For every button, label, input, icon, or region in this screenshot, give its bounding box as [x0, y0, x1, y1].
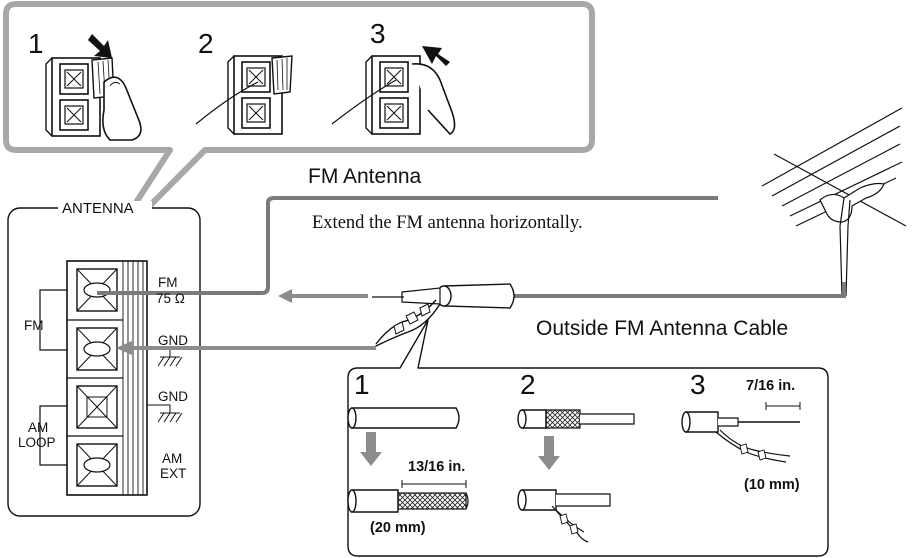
top-step3-arrow: [422, 46, 450, 66]
measure-1-mm: (20 mm): [370, 520, 426, 536]
top-step3-terminal: [331, 55, 456, 135]
top-step-3-number: 3: [370, 18, 386, 49]
top-step-2-number: 2: [198, 28, 214, 59]
terminal-gnd-fm-label: GND: [158, 333, 188, 348]
measure-1-inches: 13/16 in.: [408, 459, 466, 475]
strip-step2-before: [517, 409, 635, 429]
outdoor-aerial: [761, 107, 907, 297]
terminal-gnd-am: [76, 385, 118, 429]
strip-step3: [681, 402, 801, 463]
terminal-gnd-am-label: GND: [158, 389, 188, 404]
strip-step1-before: [347, 407, 460, 429]
fm-antenna-instruction: Extend the FM antenna horizontally.: [312, 213, 583, 233]
top-step1-terminal: [45, 57, 115, 137]
terminal-am-ext-label-line1: AM: [162, 451, 183, 466]
arrow-to-gnd-terminal: [116, 341, 376, 355]
measure-3-inches: 7/16 in.: [746, 378, 796, 394]
top-step1-finger: [102, 76, 142, 141]
top-step2-terminal: [195, 55, 293, 135]
terminal-am-ext: [76, 443, 118, 487]
top-step1-arrow: [88, 34, 112, 58]
strip-step1-down-arrow: [360, 432, 382, 466]
fm-antenna-label: FM Antenna: [308, 165, 422, 188]
am-group-label-line2: LOOP: [18, 435, 56, 450]
terminal-gnd-fm: [76, 327, 118, 371]
bottom-step-3-number: 3: [690, 369, 706, 400]
bottom-step-1-number: 1: [354, 369, 370, 400]
top-step-1-number: 1: [28, 28, 44, 59]
am-group-label-line1: AM: [28, 420, 49, 435]
arrow-to-fm-terminal: [278, 289, 368, 303]
outside-fm-cable: [371, 282, 846, 349]
terminal-fm-75: [76, 268, 118, 312]
fm-antenna-wire: [97, 196, 718, 295]
terminal-fm-label: FM: [158, 275, 178, 290]
strip-step2-down-arrow: [538, 436, 560, 470]
terminal-block: [66, 260, 148, 496]
terminal-am-ext-label-line2: EXT: [160, 466, 187, 481]
strip-step1-after: [347, 480, 469, 513]
measure-3-mm: (10 mm): [744, 477, 800, 493]
terminal-fm-impedance: 75 Ω: [156, 291, 185, 306]
outside-fm-cable-label: Outside FM Antenna Cable: [536, 317, 789, 340]
top-callout-panel: [3, 1, 595, 255]
group-brackets: [39, 289, 67, 466]
antenna-panel-title: ANTENNA: [62, 200, 134, 217]
fm-group-label: FM: [24, 318, 44, 333]
bottom-step-2-number: 2: [520, 369, 536, 400]
strip-step2-after: [517, 489, 611, 543]
